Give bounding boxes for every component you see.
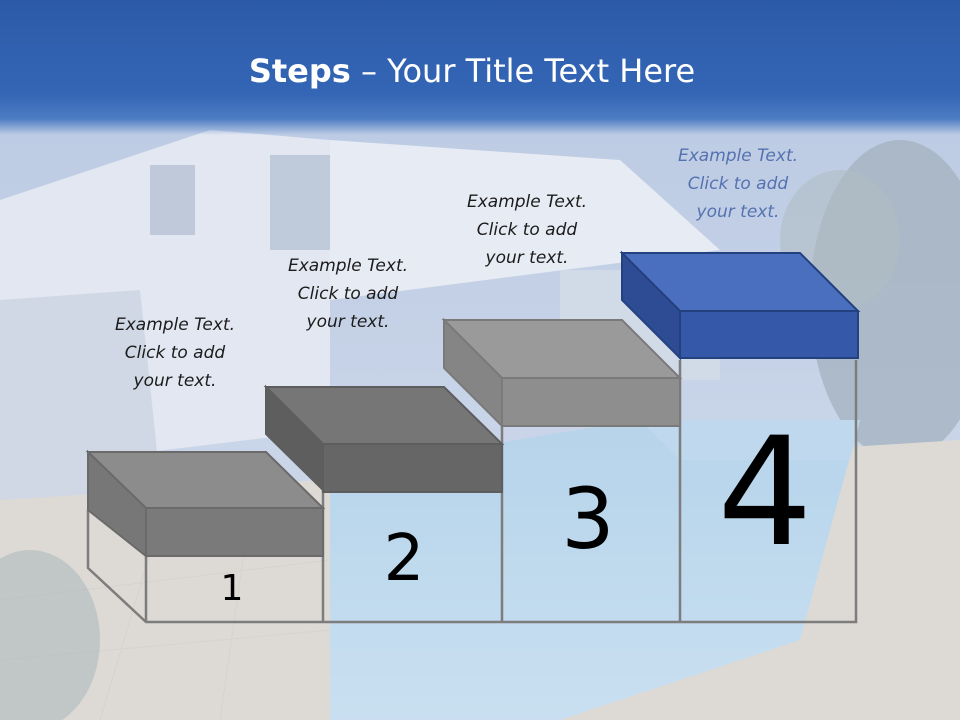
step-2-caption[interactable]: Example Text. Click to add your text. bbox=[263, 252, 433, 336]
step-1-caption[interactable]: Example Text. Click to add your text. bbox=[90, 311, 260, 395]
step-4-block[interactable] bbox=[619, 250, 861, 361]
title-bold: Steps bbox=[248, 52, 351, 90]
caption-line: your text. bbox=[306, 312, 390, 332]
step-4-number: 4 bbox=[717, 406, 813, 580]
caption-line: Example Text. bbox=[677, 146, 799, 166]
caption-line: Example Text. bbox=[287, 256, 409, 276]
step-2-block[interactable] bbox=[263, 384, 505, 493]
caption-line: Click to add bbox=[124, 343, 226, 363]
step-3-caption[interactable]: Example Text. Click to add your text. bbox=[442, 188, 612, 272]
caption-line: Example Text. bbox=[114, 315, 236, 335]
step-4-caption[interactable]: Example Text. Click to add your text. bbox=[653, 142, 823, 226]
title-rest: – Your Title Text Here bbox=[350, 52, 696, 90]
caption-line: your text. bbox=[696, 202, 780, 222]
step-3-number: 3 bbox=[561, 470, 615, 568]
step-3-block[interactable] bbox=[441, 317, 683, 429]
caption-line: Example Text. bbox=[466, 192, 588, 212]
slide-title[interactable]: Steps – Your Title Text Here bbox=[0, 52, 944, 90]
caption-line: Click to add bbox=[297, 284, 399, 304]
caption-line: Click to add bbox=[476, 220, 578, 240]
caption-line: Click to add bbox=[687, 174, 789, 194]
title-bar bbox=[0, 0, 960, 135]
step-1-number: 1 bbox=[220, 568, 244, 609]
step-1-block[interactable] bbox=[85, 449, 326, 559]
caption-line: your text. bbox=[133, 371, 217, 391]
step-2-number: 2 bbox=[383, 522, 425, 596]
caption-line: your text. bbox=[485, 248, 569, 268]
